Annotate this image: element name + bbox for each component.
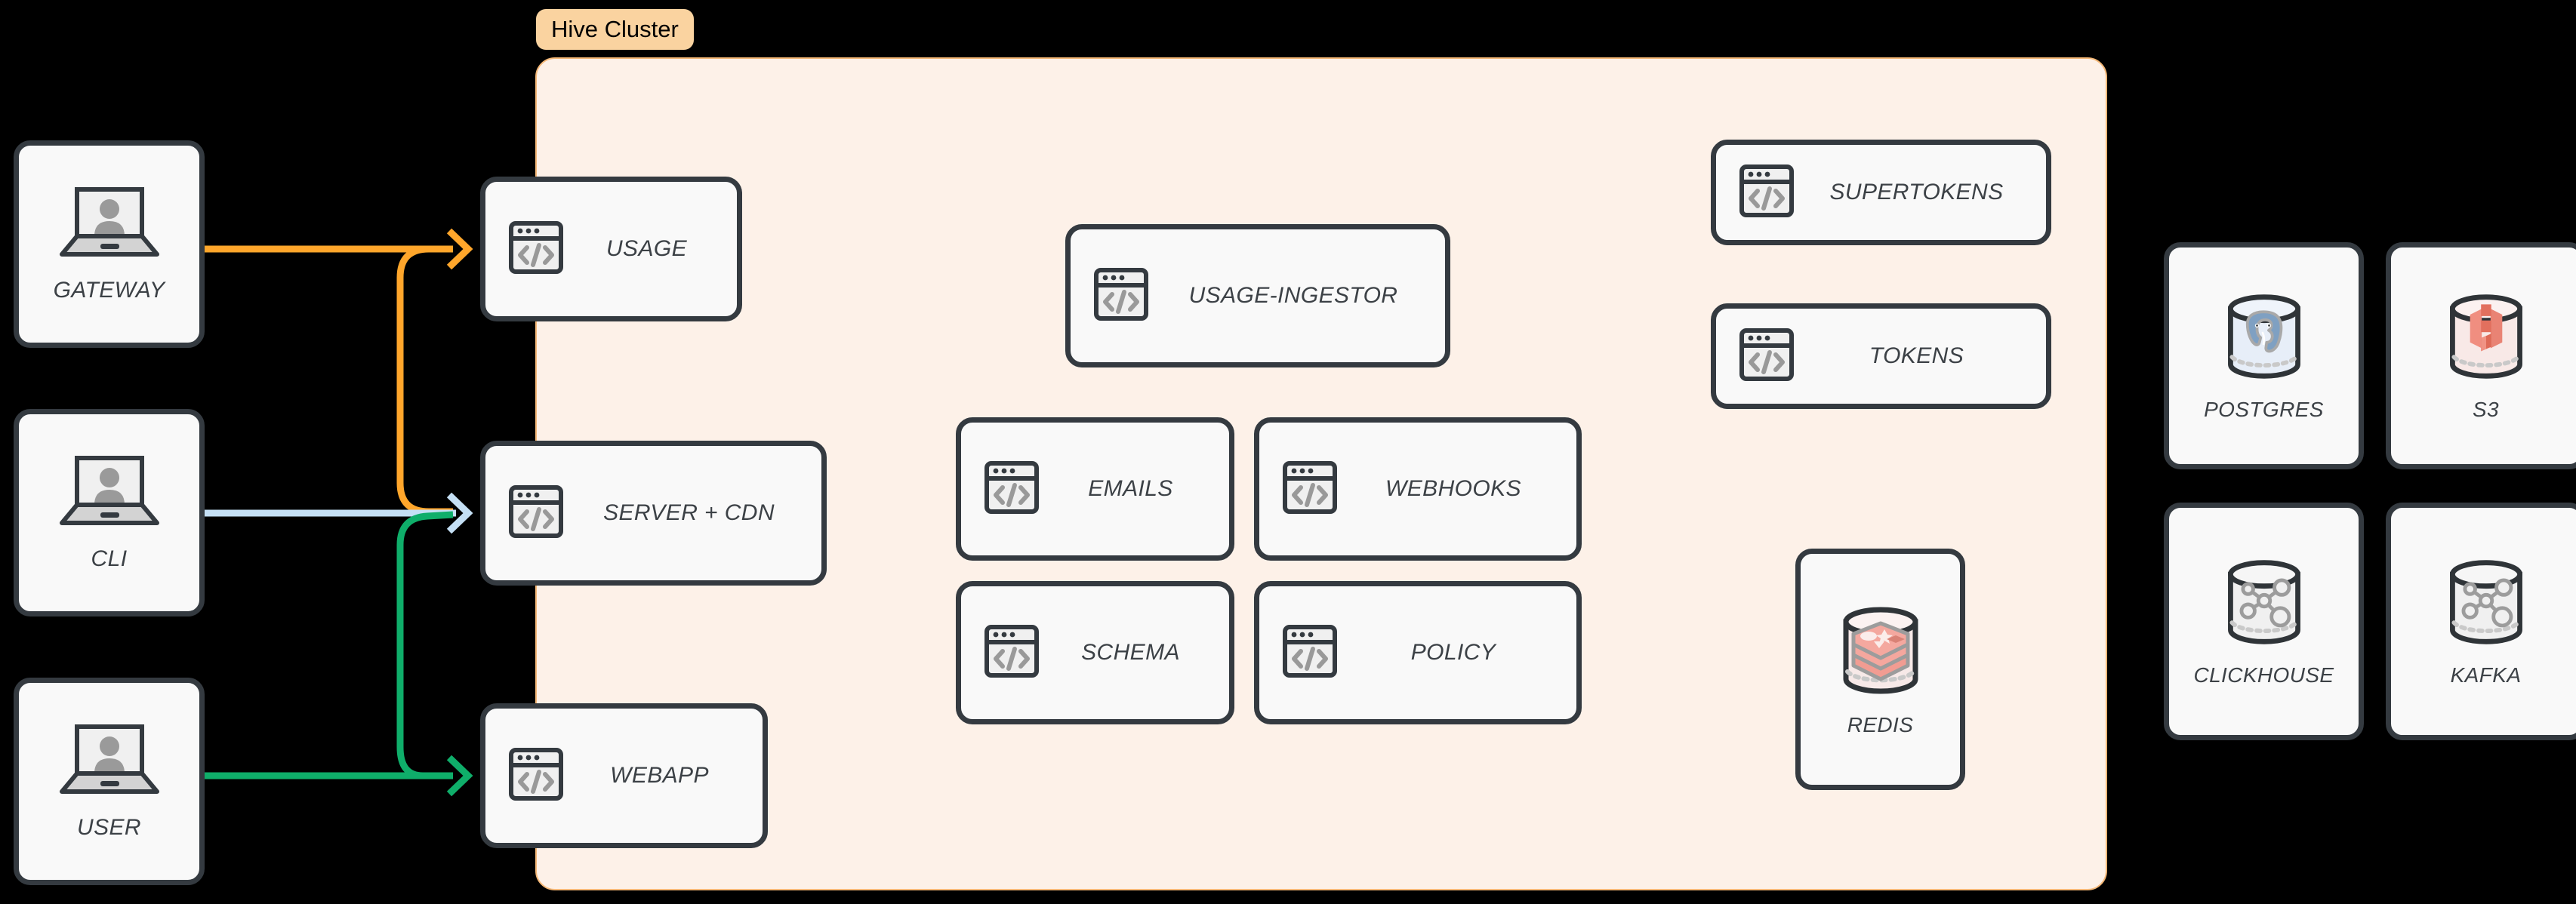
node-label: CLI <box>91 546 128 571</box>
datastore-postgres[interactable]: POSTGRES <box>2164 242 2364 469</box>
service-tokens[interactable]: TOKENS <box>1711 303 2051 409</box>
code-window-icon <box>984 460 1040 519</box>
service-webapp[interactable]: WEBAPP <box>480 703 768 848</box>
datastore-label: KAFKA <box>2450 663 2522 687</box>
code-window-icon <box>508 220 564 279</box>
postgres-database-icon <box>2217 290 2311 387</box>
service-label: SUPERTOKENS <box>1829 180 2004 204</box>
laptop-user-icon <box>58 722 161 801</box>
service-usage[interactable]: USAGE <box>480 177 742 321</box>
service-webhooks[interactable]: WEBHOOKS <box>1254 417 1582 561</box>
service-policy[interactable]: POLICY <box>1254 581 1582 724</box>
code-window-icon <box>1282 460 1338 519</box>
service-emails[interactable]: EMAILS <box>956 417 1234 561</box>
datastore-clickhouse[interactable]: CLICKHOUSE <box>2164 503 2364 740</box>
laptop-user-icon <box>58 454 161 533</box>
node-cli[interactable]: CLI <box>14 409 205 617</box>
node-label: USER <box>77 815 141 840</box>
datastore-s3[interactable]: S3 <box>2386 242 2576 469</box>
connection-user-webapp <box>205 511 454 779</box>
code-window-icon <box>508 484 564 543</box>
redis-database-icon <box>1832 602 1929 703</box>
service-usage-ingestor[interactable]: USAGE-INGESTOR <box>1065 224 1450 367</box>
service-label: SCHEMA <box>1081 640 1180 665</box>
arrowhead-server-cdn <box>446 492 473 534</box>
node-user[interactable]: USER <box>14 678 205 885</box>
arrowhead-usage <box>446 228 473 270</box>
code-window-icon <box>1093 266 1149 326</box>
service-label: EMAILS <box>1088 476 1173 501</box>
connection-gateway-usage <box>205 245 453 515</box>
code-window-icon <box>508 746 564 806</box>
service-label: WEBAPP <box>610 763 709 788</box>
service-label: USAGE-INGESTOR <box>1188 283 1398 308</box>
service-label: WEBHOOKS <box>1385 476 1521 501</box>
node-label: GATEWAY <box>53 278 165 303</box>
code-window-icon <box>984 623 1040 683</box>
clickhouse-database-icon <box>2217 555 2311 653</box>
datastore-redis[interactable]: REDIS <box>1795 549 1965 790</box>
code-window-icon <box>1282 623 1338 683</box>
kafka-database-icon <box>2439 555 2533 653</box>
datastore-kafka[interactable]: KAFKA <box>2386 503 2576 740</box>
datastore-label: POSTGRES <box>2204 398 2324 421</box>
s3-database-icon <box>2439 290 2533 387</box>
service-server-cdn[interactable]: SERVER + CDN <box>480 441 827 586</box>
service-label: POLICY <box>1410 640 1496 665</box>
node-gateway[interactable]: GATEWAY <box>14 140 205 348</box>
code-window-icon <box>1739 163 1795 223</box>
service-label: SERVER + CDN <box>603 500 775 525</box>
service-supertokens[interactable]: SUPERTOKENS <box>1711 140 2051 245</box>
code-window-icon <box>1739 327 1795 386</box>
datastore-label: CLICKHOUSE <box>2193 663 2334 687</box>
service-label: TOKENS <box>1869 343 1964 368</box>
arrowhead-webapp <box>446 755 473 797</box>
datastore-label: REDIS <box>1847 712 1914 736</box>
hive-cluster-label: Hive Cluster <box>536 9 694 50</box>
service-label: USAGE <box>605 236 688 261</box>
laptop-user-icon <box>58 185 161 264</box>
datastore-label: S3 <box>2472 398 2500 421</box>
service-schema[interactable]: SCHEMA <box>956 581 1234 724</box>
